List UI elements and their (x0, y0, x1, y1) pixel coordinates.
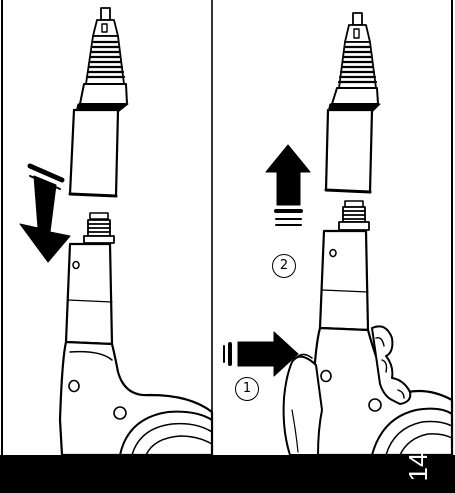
left-panel (20, 8, 212, 455)
nozzle-tip-left (70, 8, 128, 196)
handle-body-left (60, 342, 212, 455)
push-arrow-right (224, 332, 298, 376)
footer-band-top (0, 455, 455, 493)
up-arrow-right (266, 145, 310, 225)
page-number: 14 (398, 447, 438, 487)
step-2-label: 2 (272, 254, 296, 278)
handle-connector-left (66, 213, 114, 344)
down-arrow-left (20, 166, 70, 262)
nozzle-tip-right (326, 13, 380, 192)
handle-connector-right (320, 201, 369, 330)
step-1-label: 1 (235, 377, 259, 401)
